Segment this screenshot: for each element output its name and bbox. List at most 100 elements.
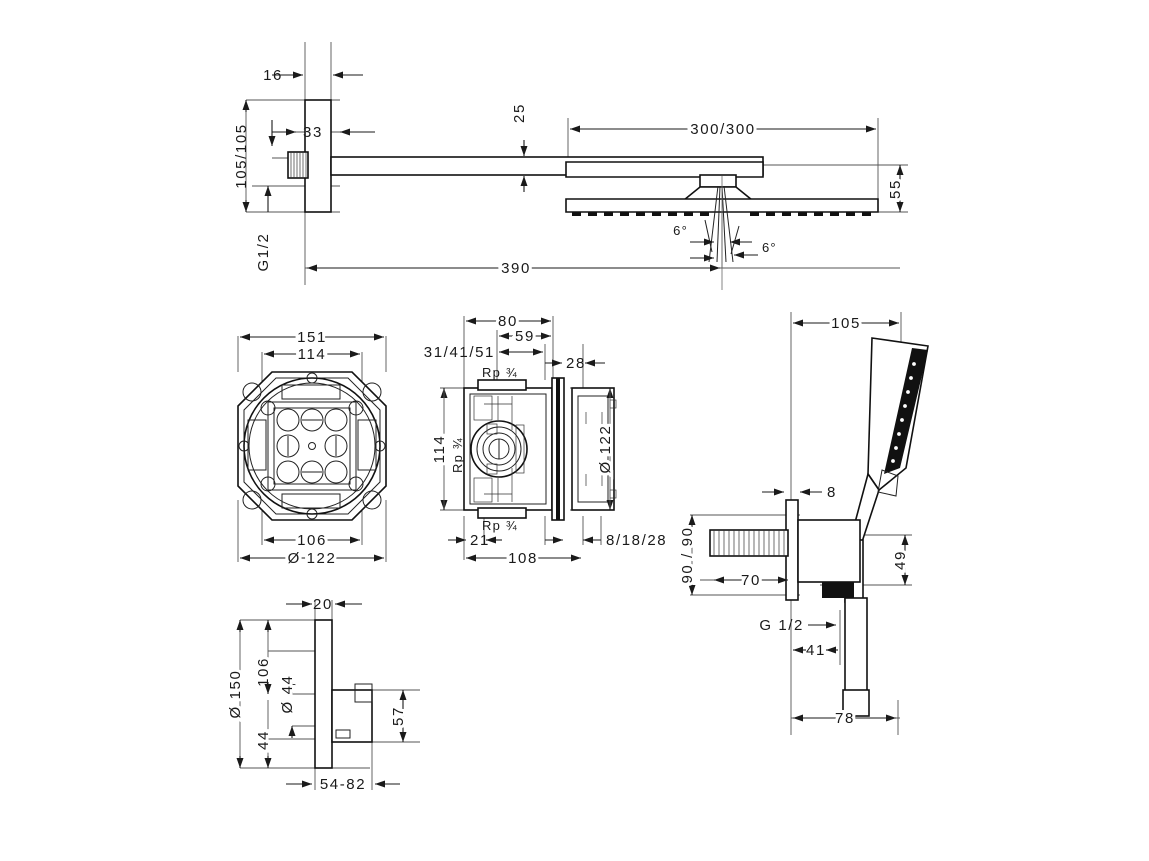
- hand-shower-nozzle-dots: [891, 362, 916, 463]
- dim-31-41-51: 31/41/51: [424, 344, 543, 361]
- dim-8-label: 8: [827, 484, 837, 501]
- dim-114-valve: 114: [428, 388, 451, 510]
- dim-390: 390: [307, 257, 720, 280]
- dim-d44: Ø 44: [276, 672, 299, 738]
- dim-31-41-51-label: 31/41/51: [424, 344, 495, 361]
- wall-pipe-thread-hatch: [713, 530, 785, 556]
- dim-g12-top: G1/2: [255, 186, 272, 271]
- dim-106-plate-label: 106: [297, 532, 327, 549]
- dim-d44-label: Ø 44: [279, 675, 296, 714]
- dim-8-18-28-label: 8/18/28: [606, 532, 667, 549]
- dim-21-label: 21: [470, 532, 490, 549]
- dim-g12-hand: G 1/2: [759, 617, 836, 634]
- view-overhead-shower-arm: 16 33 105/105 G1/2: [233, 42, 908, 290]
- dim-49: 49: [889, 535, 912, 585]
- valve-body-inner: [469, 393, 547, 505]
- dim-80: 80: [466, 310, 551, 333]
- dim-49-label: 49: [892, 550, 909, 570]
- shower-head-nozzles: [572, 212, 871, 216]
- dim-d122-plate-label: Ø 122: [288, 550, 337, 567]
- dim-33-label: 33: [303, 124, 323, 141]
- dim-57-label: 57: [390, 706, 407, 726]
- spray-spread-lines: [708, 185, 734, 263]
- dim-28-label: 28: [566, 355, 586, 372]
- view-thermostat-trim: 20 Ø 150 106 44: [224, 596, 420, 793]
- dim-70: 70: [714, 569, 788, 592]
- label-rp34-left: Rp ¾: [450, 437, 465, 473]
- dim-d122-plate: Ø 122: [240, 547, 384, 570]
- ball-joint: [699, 174, 737, 188]
- plate-corner-bosses: [238, 372, 386, 520]
- hand-shower-grip-detail: [877, 469, 899, 497]
- dim-151: 151: [240, 326, 384, 349]
- dim-80-label: 80: [498, 313, 518, 330]
- dim-105-105-label: 105/105: [233, 123, 250, 188]
- dim-25: 25: [511, 103, 528, 192]
- dim-114-valve-label: 114: [431, 435, 448, 464]
- dim-angle-right-label: 6°: [762, 240, 777, 255]
- plate-port-holes: [276, 408, 348, 484]
- inlet-thread-hatching: [290, 152, 307, 178]
- label-rp34-bottom: Rp ¾: [482, 518, 518, 533]
- dim-33: 33: [272, 124, 375, 141]
- hose-connection-nut: [822, 582, 854, 598]
- valve-side-view-inner: [577, 395, 609, 503]
- valve-port-bottom: [477, 507, 527, 519]
- dim-8: 8: [762, 484, 837, 501]
- plate-inner-square-2: [273, 407, 351, 485]
- dim-44-lower-label: 44: [255, 730, 272, 750]
- view-hand-shower-set: 105 8 90 / 90 70: [676, 312, 929, 735]
- dim-300-300-label: 300/300: [690, 121, 755, 138]
- dim-108-label: 108: [508, 550, 538, 567]
- dim-g12-hand-label: G 1/2: [759, 617, 804, 634]
- trim-handle-cap: [354, 683, 373, 703]
- dim-16-label: 16: [263, 67, 283, 84]
- trim-plate-body: [314, 619, 333, 769]
- dim-106-plate: 106: [264, 529, 360, 552]
- head-top-plate: [565, 161, 764, 178]
- dim-59-label: 59: [515, 328, 535, 345]
- dim-114-plate: 114: [264, 343, 360, 366]
- plate-octagon-inner: [243, 377, 381, 515]
- dim-300-300: 300/300: [570, 118, 876, 141]
- dim-8-18-28: 8/18/28: [545, 532, 667, 549]
- dim-55: 55: [884, 165, 907, 212]
- dim-54-82-label: 54-82: [320, 776, 366, 793]
- dim-78-label: 78: [835, 710, 855, 727]
- dim-90-90-label: 90 / 90: [679, 526, 696, 583]
- dim-g12-top-label: G1/2: [255, 233, 272, 272]
- dim-d150-label: Ø 150: [227, 670, 244, 719]
- dim-114-plate-label: 114: [298, 346, 327, 363]
- dim-d122-valve: Ø 122: [594, 388, 617, 510]
- dim-390-label: 390: [501, 260, 531, 277]
- wall-outlet-body: [797, 519, 861, 583]
- valve-cartridge-mid: [476, 426, 522, 472]
- dim-28: 28: [545, 355, 605, 372]
- valve-flange-core: [556, 378, 560, 520]
- dim-90-90: 90 / 90: [676, 515, 699, 595]
- dim-78: 78: [793, 707, 896, 730]
- dim-57: 57: [387, 690, 410, 742]
- dim-105-hand-label: 105: [831, 315, 861, 332]
- valve-side-view-body: [571, 387, 615, 511]
- dim-108: 108: [466, 547, 581, 570]
- dim-106-trim: 106: [252, 620, 275, 768]
- plate-inner-square: [267, 401, 357, 491]
- dim-151-label: 151: [297, 329, 327, 346]
- dim-20: 20: [286, 596, 362, 613]
- wall-flange: [304, 99, 332, 213]
- valve-port-top: [477, 379, 527, 391]
- dim-angle-right: 6°: [690, 240, 777, 262]
- plate-side-slots: [247, 384, 377, 509]
- dim-angle-left: 6°: [673, 223, 752, 246]
- dim-21: 21: [448, 532, 502, 549]
- valve-cartridge-inner: [482, 432, 516, 466]
- shower-hose: [844, 597, 868, 697]
- dim-25-label: 25: [511, 103, 528, 123]
- dim-105-105: 105/105: [233, 100, 250, 212]
- dim-106-trim-label: 106: [255, 657, 272, 687]
- dim-41: 41: [793, 642, 838, 659]
- dim-44-lower: 44: [252, 682, 275, 753]
